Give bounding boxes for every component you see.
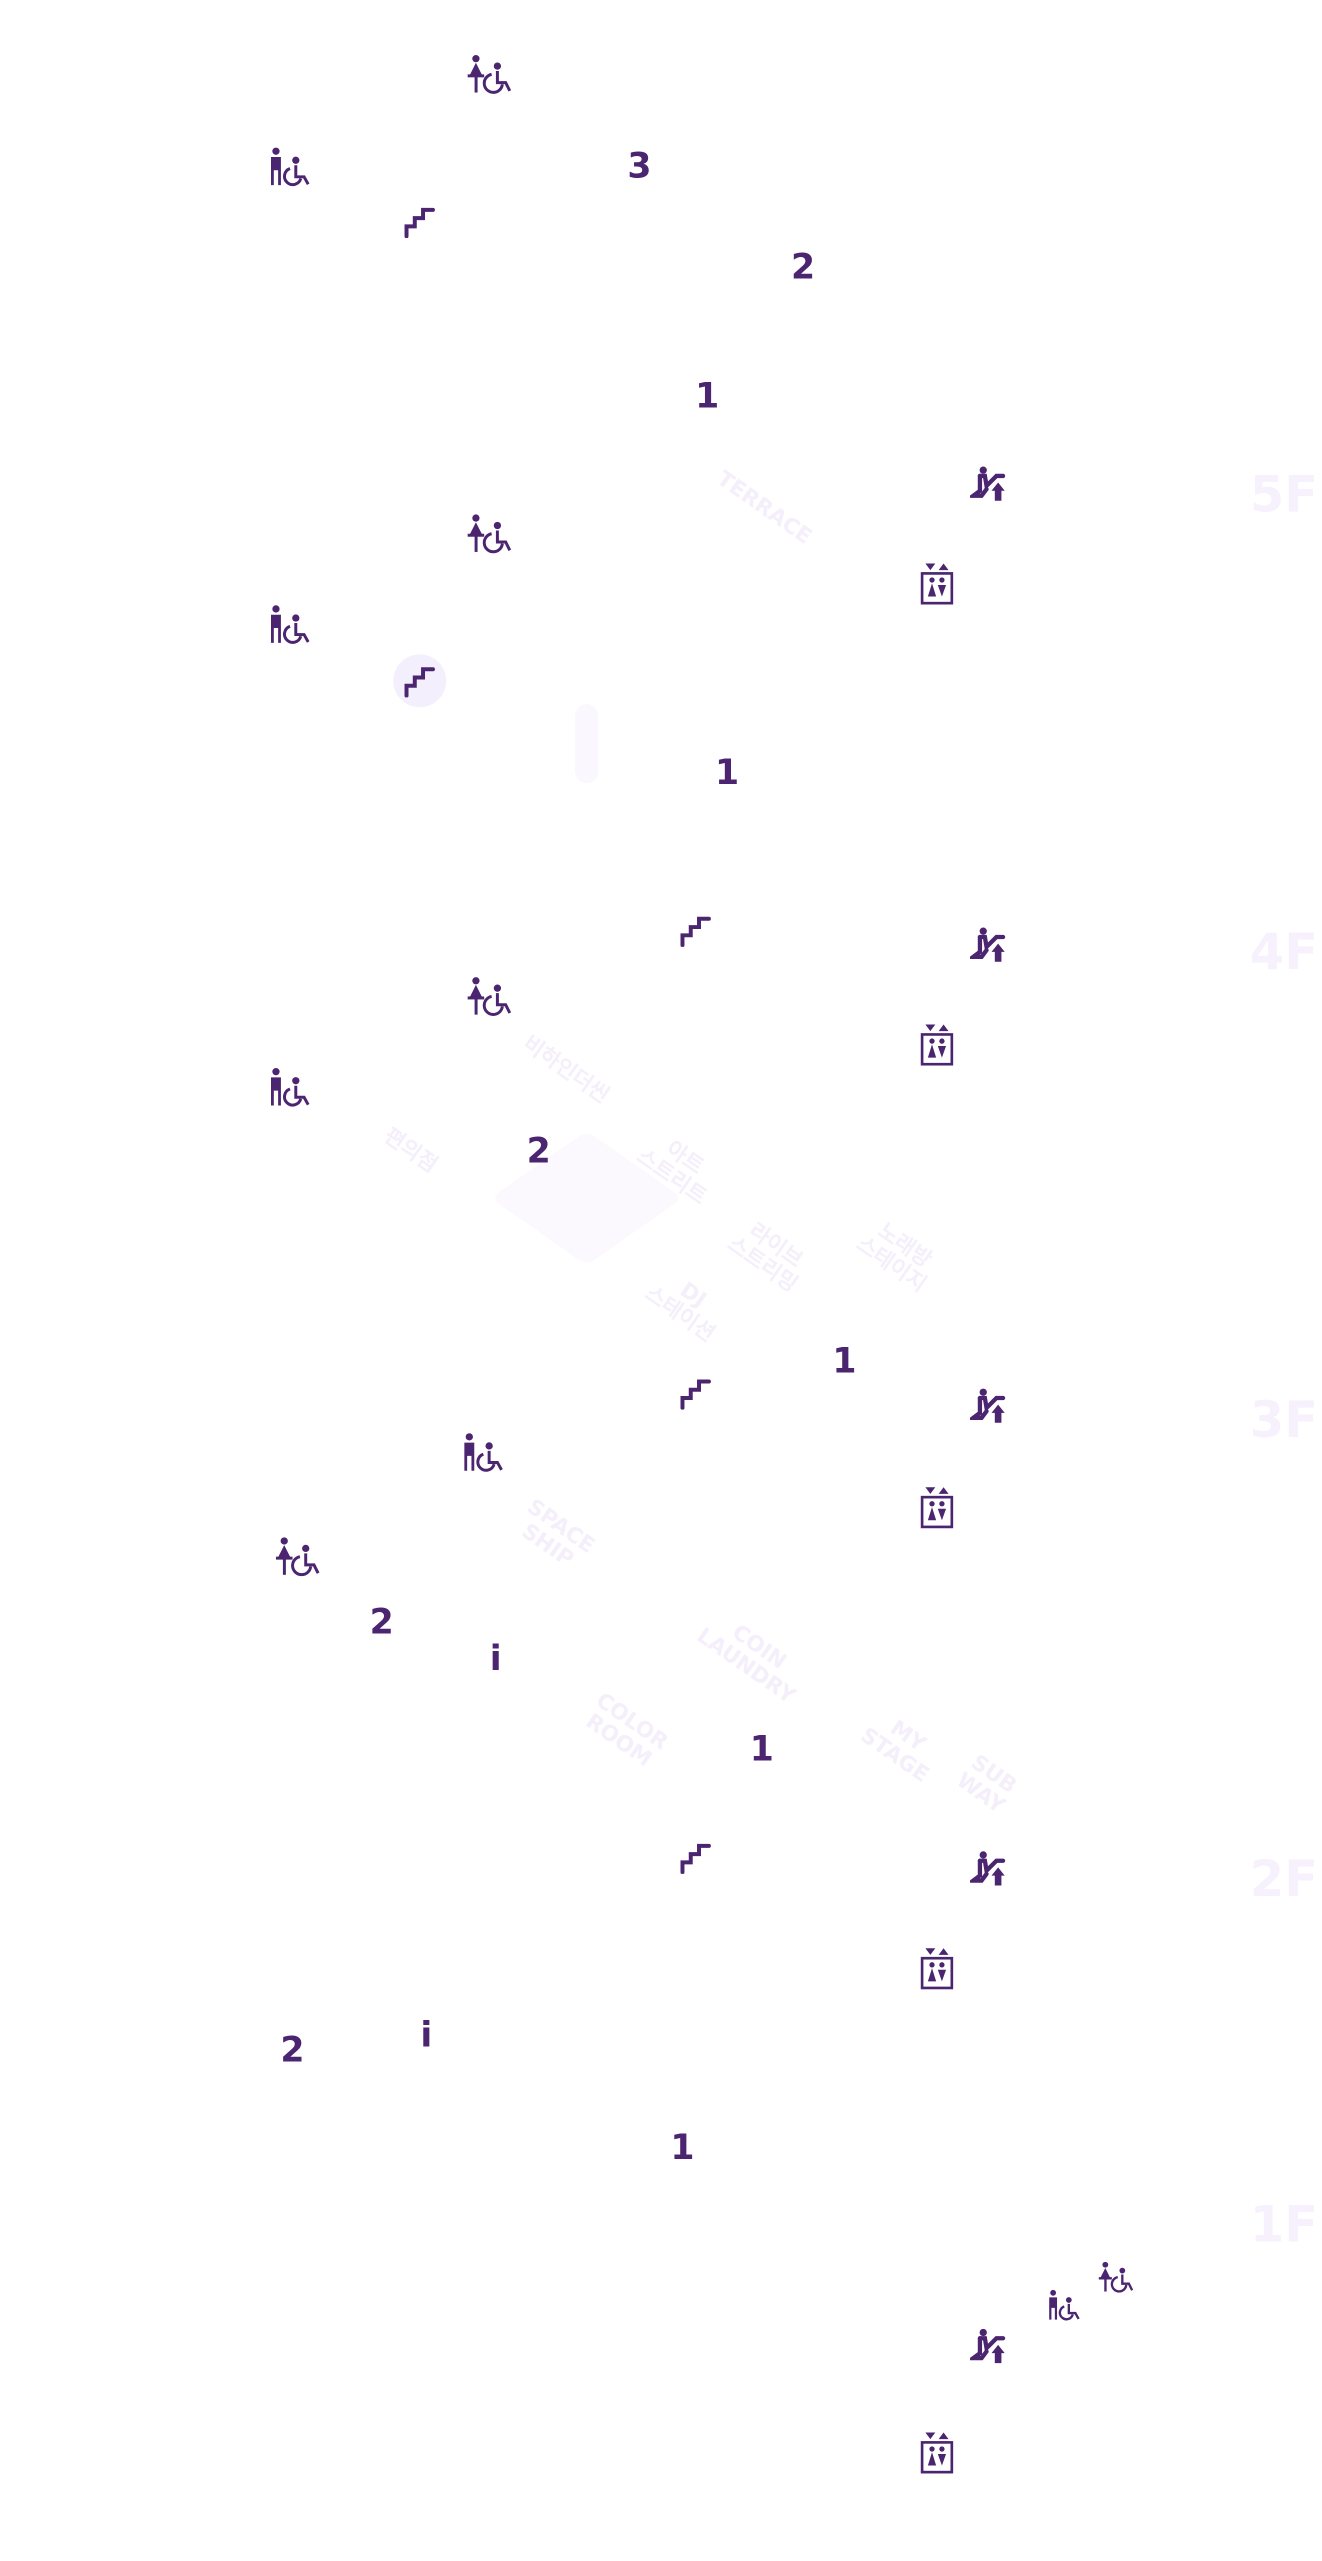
zone-live-streaming[interactable]: 라이브 스트리밍	[722, 1219, 807, 1298]
toilet-male-accessible-icon[interactable]	[463, 1433, 513, 1473]
floor-label-2f[interactable]: 2F	[1249, 1851, 1319, 1910]
marker-number[interactable]: 2	[369, 1602, 394, 1642]
zone-space-ship[interactable]: SPACE SHIP	[516, 1495, 599, 1573]
marker-number[interactable]: 2	[526, 1131, 551, 1171]
marker-number[interactable]: 3	[627, 146, 652, 186]
zone-karaoke-stage[interactable]: 노래방 스테이지	[851, 1219, 936, 1298]
marker-number[interactable]: 2	[280, 2030, 305, 2070]
marker-number[interactable]: 1	[832, 1341, 857, 1381]
toilet-female-accessible-icon[interactable]	[466, 514, 516, 554]
toilet-female-accessible-icon[interactable]	[466, 977, 516, 1017]
zone-sub-way[interactable]: SUB WAY	[951, 1750, 1021, 1819]
toilet-male-accessible-icon[interactable]	[269, 147, 319, 187]
stairs-icon[interactable]	[679, 914, 712, 947]
toilet-male-accessible-icon[interactable]	[269, 1068, 319, 1108]
info-marker[interactable]: i	[420, 2015, 433, 2055]
marker-number[interactable]: 1	[715, 752, 740, 793]
zone-convenience-store[interactable]: 편의점	[378, 1124, 442, 1179]
marker-number[interactable]: 1	[695, 375, 720, 416]
zone-my-stage[interactable]: MY STAGE	[855, 1716, 934, 1788]
stairs-icon[interactable]	[679, 1841, 712, 1874]
escalator-up-icon[interactable]	[970, 1388, 1010, 1424]
marker-number[interactable]: 2	[791, 247, 816, 287]
selected-marker-highlight	[393, 654, 447, 708]
info-marker[interactable]: i	[489, 1638, 502, 1679]
stairs-icon[interactable]	[403, 205, 436, 238]
marker-number[interactable]: 1	[749, 1729, 774, 1770]
toilet-male-accessible-icon[interactable]	[1048, 2290, 1088, 2321]
stairs-icon[interactable]	[679, 1377, 712, 1410]
toilet-female-accessible-icon[interactable]	[1097, 2261, 1137, 2292]
escalator-up-icon[interactable]	[970, 1851, 1010, 1887]
zone-dj-station[interactable]: DJ 스테이션	[640, 1278, 720, 1348]
zone-behind-the-scene[interactable]: 비하인더씬	[517, 1031, 614, 1109]
escalator-up-icon[interactable]	[970, 2328, 1010, 2364]
escalator-up-icon[interactable]	[970, 927, 1010, 963]
floor-label-3f[interactable]: 3F	[1249, 1392, 1319, 1451]
zone-coin-laundry[interactable]: COIN LAUNDRY	[691, 1620, 800, 1710]
floor-label-5f[interactable]: 5F	[1249, 466, 1319, 525]
zone-color-room[interactable]: COLOR ROOM	[580, 1688, 673, 1773]
elevator-icon[interactable]	[920, 1947, 953, 1990]
toilet-female-accessible-icon[interactable]	[274, 1537, 324, 1577]
escalator-up-icon[interactable]	[970, 466, 1010, 502]
zone-terrace[interactable]: TERRACE	[711, 466, 816, 551]
floor-label-1f[interactable]: 1F	[1249, 2196, 1319, 2255]
elevator-icon[interactable]	[920, 1023, 953, 1066]
stairs-icon[interactable]	[403, 664, 436, 697]
toilet-female-accessible-icon[interactable]	[466, 55, 516, 95]
elevator-icon[interactable]	[920, 1486, 953, 1529]
walkway-shape	[575, 703, 599, 784]
floor-label-4f[interactable]: 4F	[1249, 924, 1319, 983]
elevator-icon[interactable]	[920, 2431, 953, 2474]
marker-number[interactable]: 1	[670, 2127, 695, 2168]
elevator-icon[interactable]	[920, 562, 953, 605]
toilet-male-accessible-icon[interactable]	[269, 605, 319, 645]
